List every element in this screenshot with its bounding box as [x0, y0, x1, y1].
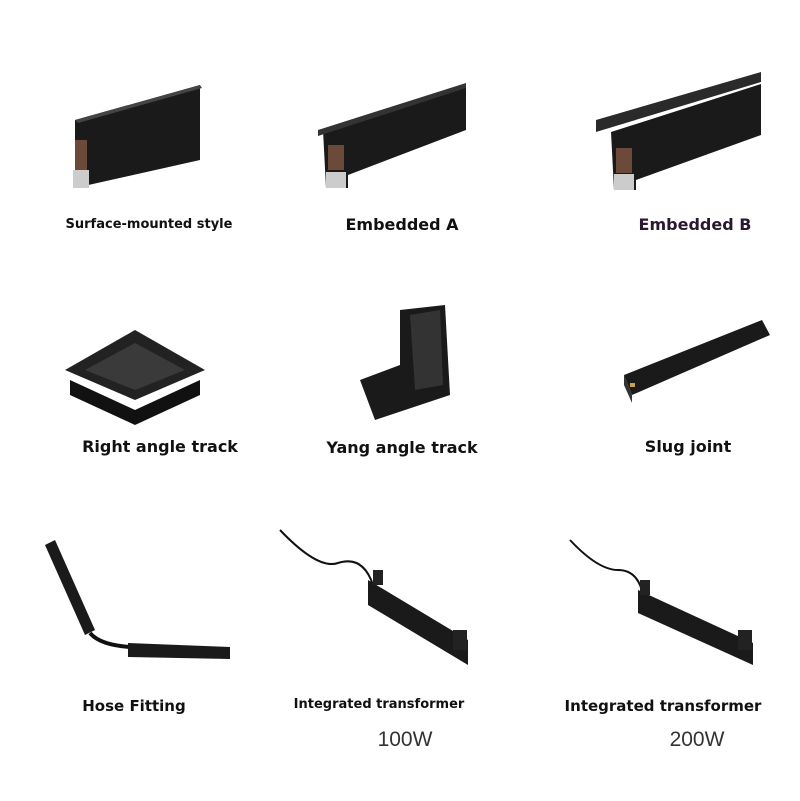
product-label-embedded-b: Embedded B [638, 215, 752, 234]
product-label-slug-joint: Slug joint [644, 437, 732, 456]
wattage-200w: 200W [669, 728, 725, 751]
transformer-icon [569, 539, 753, 665]
product-label-transformer-100w: Integrated transformer [293, 697, 465, 712]
right-angle-track-icon [65, 330, 205, 425]
wattage-100w: 100W [377, 728, 433, 751]
slug-joint-icon [624, 320, 770, 403]
transformer-icon [279, 529, 468, 665]
product-label-yang-angle: Yang angle track [326, 438, 478, 457]
product-label-surface-mounted: Surface-mounted style [65, 217, 233, 232]
yang-angle-track-icon [360, 305, 450, 420]
product-label-transformer-200w: Integrated transformer [564, 697, 762, 715]
product-label-embedded-a: Embedded A [345, 215, 459, 234]
embedded-track-b-icon [596, 72, 761, 190]
surface-track-icon [73, 85, 202, 188]
embedded-track-a-icon [318, 83, 466, 188]
product-label-hose-fitting: Hose Fitting [82, 697, 186, 715]
product-label-right-angle: Right angle track [82, 437, 238, 456]
hose-fitting-icon [45, 540, 230, 659]
